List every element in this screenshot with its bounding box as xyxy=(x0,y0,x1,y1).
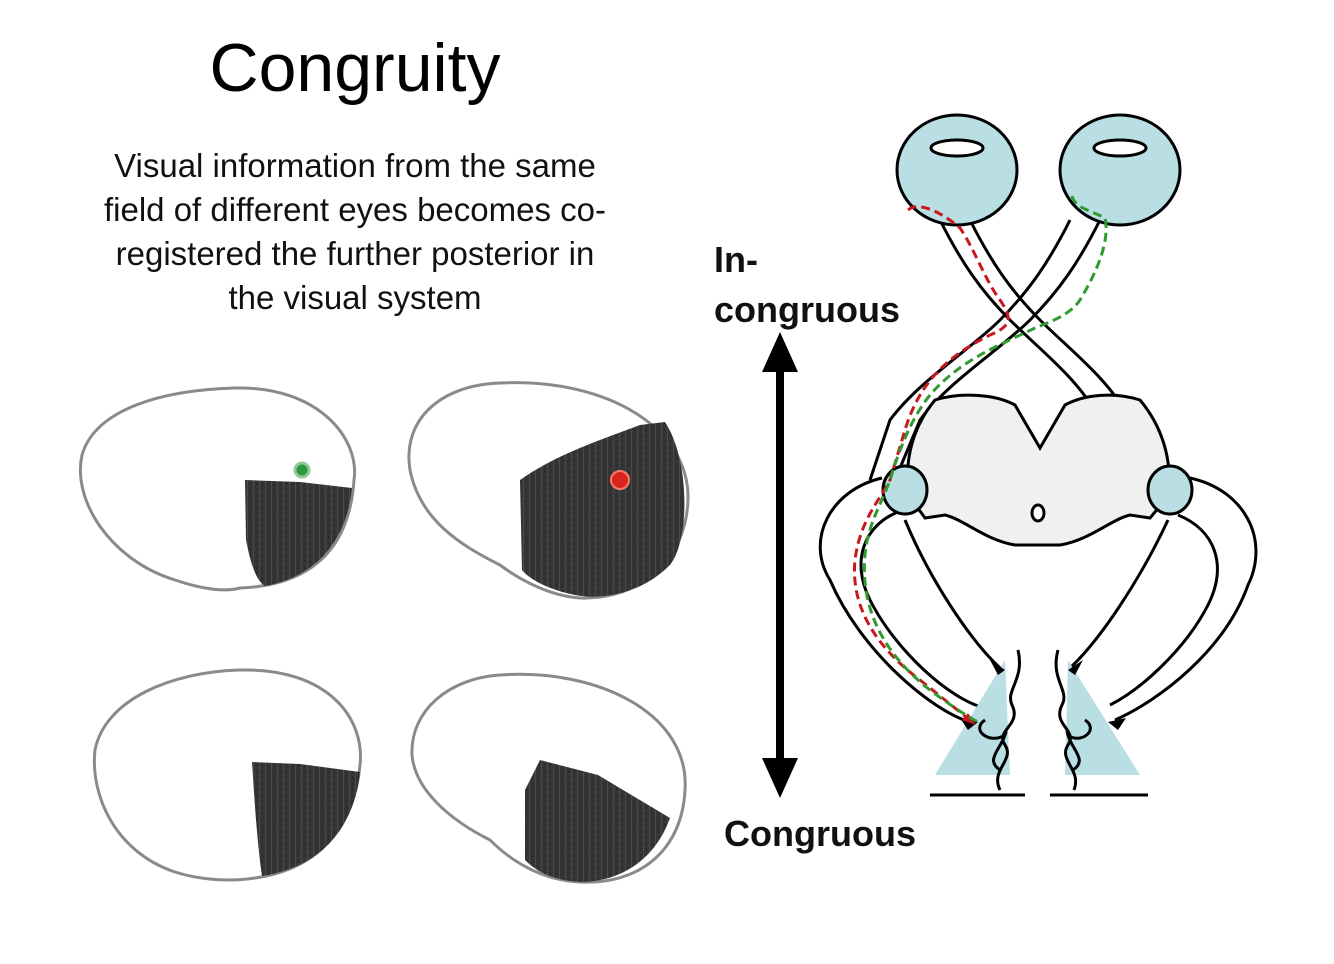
subtitle-line: field of different eyes becomes co- xyxy=(104,191,606,228)
visual-cortex-right xyxy=(1065,660,1140,775)
red-fixation-marker xyxy=(610,470,630,490)
optic-radiation-right xyxy=(1109,476,1258,722)
subtitle: Visual information from the same field o… xyxy=(60,144,650,320)
optic-nerve-right xyxy=(868,219,1102,481)
aqueduct xyxy=(1030,503,1046,523)
page-title: Congruity xyxy=(209,30,501,106)
red-path-arrowhead xyxy=(962,713,976,725)
green-signal-path xyxy=(862,195,1108,724)
calcarine-right xyxy=(1065,718,1092,772)
lgn-right xyxy=(1146,464,1194,516)
right-eye xyxy=(1058,113,1182,227)
left-eye xyxy=(895,113,1019,227)
subtitle-line: the visual system xyxy=(228,279,482,316)
incongruous-label-line2: congruous xyxy=(714,289,900,330)
arrowhead-down xyxy=(762,758,798,798)
optic-nerve-left xyxy=(938,219,1152,481)
subtitle-line: Visual information from the same xyxy=(114,147,596,184)
field-defect xyxy=(245,480,352,586)
visual-field-top-right xyxy=(407,381,690,600)
incongruous-label-line1: In- xyxy=(714,239,758,280)
midbrain xyxy=(906,393,1171,547)
cortex-fold-left xyxy=(930,649,1025,797)
visual-field-top-left xyxy=(79,386,357,592)
lgn-left xyxy=(881,464,929,516)
field-defect xyxy=(252,762,360,876)
congruous-label: Congruous xyxy=(724,813,916,854)
visual-field-bottom-right xyxy=(410,672,687,884)
arrowhead-up xyxy=(762,332,798,372)
subtitle-line: registered the further posterior in xyxy=(115,235,595,272)
optic-radiation-left xyxy=(818,476,986,724)
radiation-arrow-inner-left xyxy=(903,519,1002,670)
cortex-fold-right xyxy=(1050,649,1148,797)
calcarine-left xyxy=(978,718,1008,772)
congruity-scale-arrow xyxy=(762,332,798,798)
field-defect xyxy=(525,760,670,882)
visual-field-bottom-left xyxy=(92,668,362,882)
red-signal-path xyxy=(852,205,1010,724)
green-fixation-marker xyxy=(293,461,311,479)
radiation-arrow-inner-right xyxy=(1068,519,1170,670)
visual-pathway-diagram xyxy=(818,113,1258,797)
field-defect xyxy=(520,422,685,597)
